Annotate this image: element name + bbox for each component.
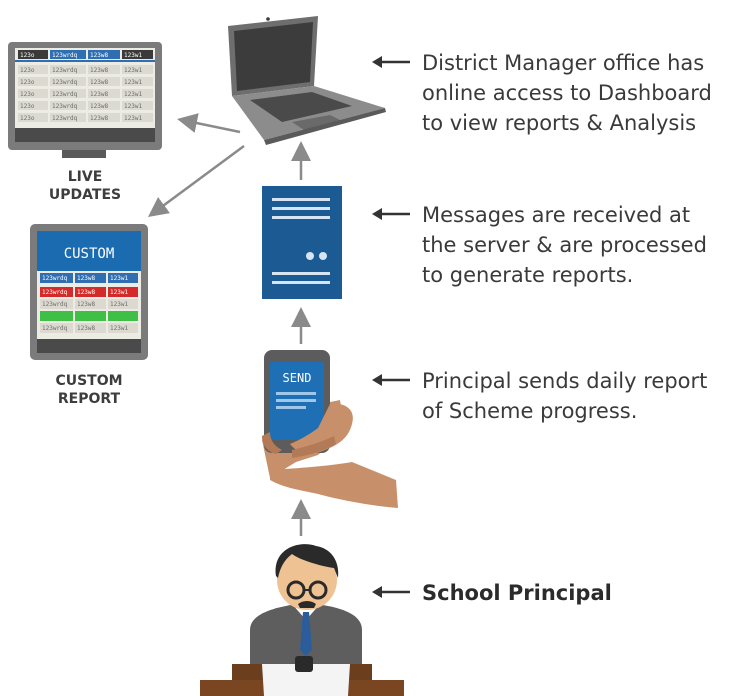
monitor-cell bbox=[18, 65, 48, 74]
monitor-cell bbox=[88, 77, 120, 86]
monitor-cell-text: 123wrdq bbox=[52, 115, 78, 122]
tablet-header-cell bbox=[75, 273, 106, 283]
monitor-cell-text: 123w8 bbox=[90, 79, 108, 86]
monitor-cell bbox=[18, 101, 48, 110]
monitor-header-text: 123w1 bbox=[124, 52, 142, 59]
monitor-cell bbox=[50, 101, 86, 110]
tablet-cell bbox=[40, 299, 73, 309]
monitor-header-text: 123o bbox=[20, 52, 35, 59]
tablet-cell bbox=[108, 287, 138, 297]
monitor-cell-text: 123w1 bbox=[124, 103, 142, 110]
tablet-cell bbox=[75, 311, 106, 321]
monitor-cell bbox=[122, 77, 153, 86]
pointer-arrow-icon bbox=[372, 208, 410, 220]
monitor-cell bbox=[50, 65, 86, 74]
step-principal-text: School Principal bbox=[422, 581, 612, 605]
monitor-cell-text: 123o bbox=[20, 67, 35, 74]
tablet-cell bbox=[108, 311, 138, 321]
flow-arrows bbox=[147, 113, 311, 536]
tablet-cell bbox=[40, 311, 73, 321]
tablet-cell-text: 123w1 bbox=[110, 325, 128, 332]
tablet-header-cell bbox=[108, 273, 138, 283]
tablet-cell-text: 123wrdq bbox=[42, 301, 68, 308]
monitor-header-text: 123wrdq bbox=[52, 52, 78, 59]
monitor-table: 123o 123wrdq 123w8 123w1 123o 123wrdq 123w8 123… bbox=[18, 50, 153, 122]
monitor-cell bbox=[18, 89, 48, 98]
monitor-header-cell bbox=[122, 50, 153, 59]
monitor-icon bbox=[8, 42, 162, 158]
monitor-cell bbox=[18, 113, 48, 122]
tablet-cell bbox=[40, 287, 73, 297]
tablet-title: CUSTOM bbox=[64, 246, 115, 262]
monitor-header-cell bbox=[88, 50, 120, 59]
monitor-cell bbox=[50, 113, 86, 122]
phone-send-label: SEND bbox=[283, 371, 312, 385]
monitor-cell-text: 123w1 bbox=[124, 67, 142, 74]
monitor-header-cell bbox=[18, 50, 48, 59]
monitor-cell bbox=[88, 89, 120, 98]
phone-in-hand-icon bbox=[262, 350, 398, 508]
monitor-cell bbox=[88, 113, 120, 122]
tablet-cell-text: 123w8 bbox=[77, 325, 95, 332]
monitor-cell bbox=[122, 89, 153, 98]
monitor-cell-text: 123o bbox=[20, 91, 35, 98]
monitor-cell bbox=[88, 101, 120, 110]
tablet-cell bbox=[108, 299, 138, 309]
tablet-cell-text: 123wrdq bbox=[42, 289, 68, 296]
monitor-cell bbox=[18, 77, 48, 86]
arrow-laptop-to-tablet bbox=[147, 144, 245, 217]
tablet-header-text: 123w1 bbox=[110, 275, 128, 282]
live-updates-label: LIVE UPDATES bbox=[48, 169, 122, 203]
monitor-cell bbox=[88, 65, 120, 74]
pointer-arrow-icon bbox=[372, 586, 410, 598]
monitor-cell-text: 123w1 bbox=[124, 115, 142, 122]
tablet-header-text: 123w8 bbox=[77, 275, 95, 282]
step-phone-text: Principal sends daily report of Scheme p… bbox=[422, 369, 708, 423]
monitor-cell-text: 123o bbox=[20, 103, 35, 110]
tablet-cell bbox=[75, 323, 106, 333]
tablet-cell-text: 123w8 bbox=[77, 301, 95, 308]
tablet-cell bbox=[40, 323, 73, 333]
pointer-arrow-icon bbox=[372, 56, 410, 68]
pointer-arrow-icon bbox=[372, 374, 410, 386]
monitor-cell bbox=[50, 77, 86, 86]
monitor-cell-text: 123wrdq bbox=[52, 91, 78, 98]
monitor-cell-text: 123w8 bbox=[90, 67, 108, 74]
monitor-cell-text: 123w1 bbox=[124, 91, 142, 98]
monitor-cell-text: 123w8 bbox=[90, 91, 108, 98]
monitor-header-text: 123w8 bbox=[90, 52, 108, 59]
tablet-table: 123wrdq 123w8 123w1 123wrdq 123w8 123w1 123wrd… bbox=[40, 273, 138, 333]
monitor-cell-text: 123o bbox=[20, 79, 35, 86]
custom-report-label: CUSTOM REPORT bbox=[55, 373, 123, 407]
monitor-cell-text: 123w8 bbox=[90, 103, 108, 110]
step-server-text: Messages are received at the server & ar… bbox=[422, 203, 707, 287]
monitor-header-cell bbox=[50, 50, 86, 59]
monitor-cell bbox=[122, 65, 153, 74]
arrow-laptop-to-monitor bbox=[177, 113, 241, 134]
principal-icon bbox=[200, 544, 404, 696]
monitor-cell-text: 123wrdq bbox=[52, 67, 78, 74]
tablet-cell-text: 123wrdq bbox=[42, 325, 68, 332]
monitor-cell-text: 123wrdq bbox=[52, 79, 78, 86]
monitor-cell bbox=[122, 101, 153, 110]
tablet-header-text: 123wrdq bbox=[42, 275, 68, 282]
server-icon bbox=[262, 186, 342, 299]
laptop-icon bbox=[228, 16, 386, 145]
monitor-cell-text: 123w1 bbox=[124, 79, 142, 86]
tablet-cell-text: 123w1 bbox=[110, 301, 128, 308]
monitor-cell bbox=[122, 113, 153, 122]
monitor-cell-text: 123o bbox=[20, 115, 35, 122]
step-dashboard-text: District Manager office has online acces… bbox=[422, 51, 712, 135]
tablet-header-cell bbox=[40, 273, 73, 283]
monitor-cell-text: 123wrdq bbox=[52, 103, 78, 110]
tablet-cell-text: 123w1 bbox=[110, 289, 128, 296]
tablet-cell bbox=[75, 287, 106, 297]
tablet-cell bbox=[75, 299, 106, 309]
tablet-cell bbox=[108, 323, 138, 333]
tablet-cell-text: 123w8 bbox=[77, 289, 95, 296]
monitor-cell-text: 123w8 bbox=[90, 115, 108, 122]
monitor-cell bbox=[50, 89, 86, 98]
